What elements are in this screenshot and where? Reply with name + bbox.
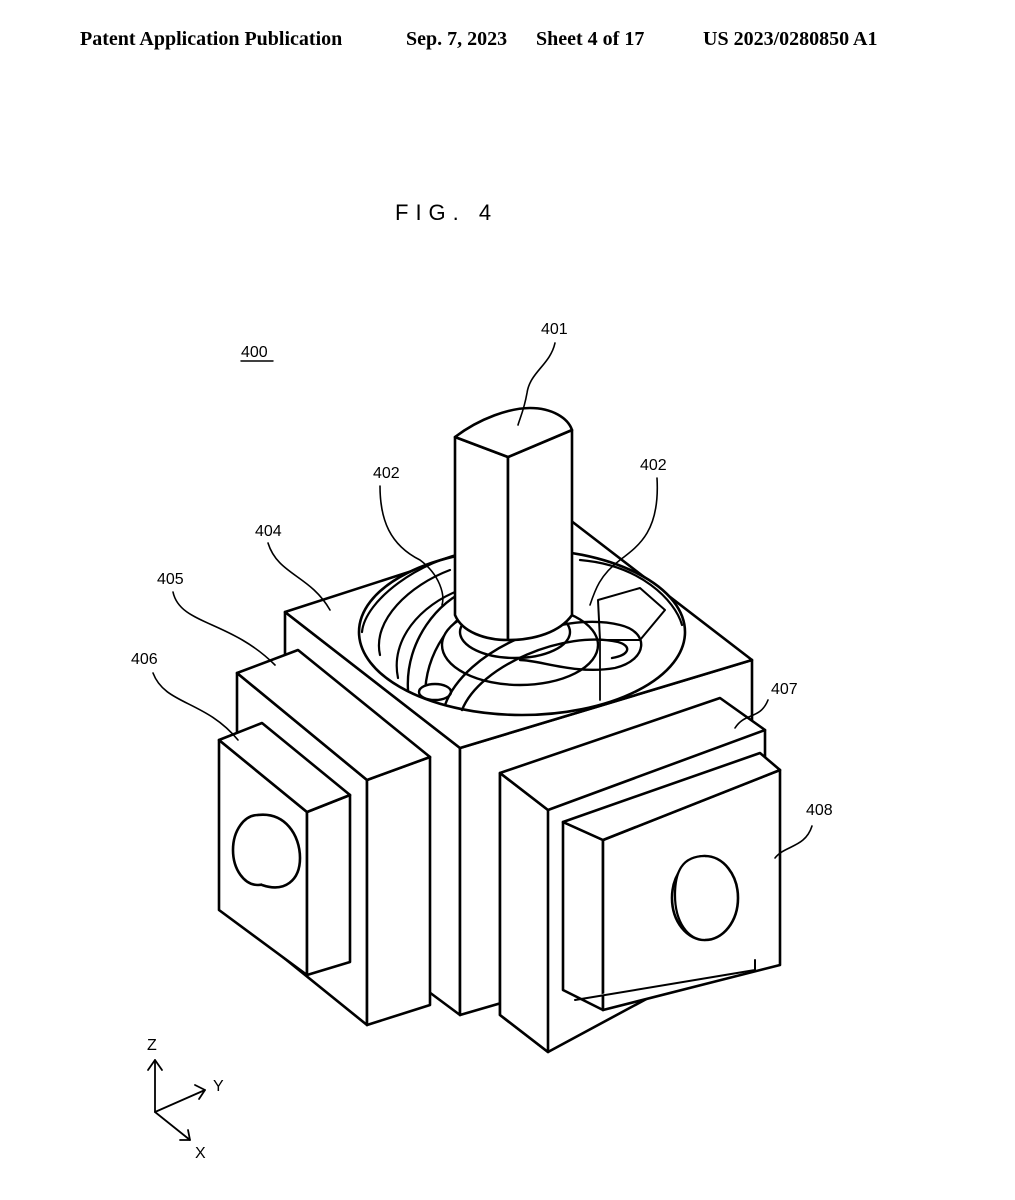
shaft-right-face bbox=[506, 428, 574, 642]
label-406: 406 bbox=[131, 651, 158, 668]
publication-type: Patent Application Publication bbox=[80, 28, 343, 50]
shaft-left-face bbox=[453, 435, 510, 642]
label-404: 404 bbox=[255, 523, 282, 540]
coordinate-axes: Z Y X bbox=[147, 1037, 224, 1162]
block-405-top bbox=[235, 648, 432, 782]
sheet-number: Sheet 4 of 17 bbox=[536, 28, 645, 50]
knob-406-edge bbox=[256, 813, 302, 889]
publication-number: US 2023/0280850 A1 bbox=[703, 28, 878, 50]
shaft-top bbox=[453, 406, 574, 459]
block-406-top bbox=[217, 721, 352, 814]
leader-lines bbox=[152, 342, 813, 859]
block-407-top bbox=[498, 696, 767, 812]
label-400: 400 bbox=[241, 344, 268, 361]
x-axis bbox=[154, 1111, 191, 1141]
block-406-side bbox=[305, 793, 352, 977]
z-axis-label: Z bbox=[147, 1037, 157, 1054]
publication-date: Sep. 7, 2023 bbox=[406, 28, 508, 50]
label-401: 401 bbox=[541, 321, 568, 338]
y-axis bbox=[154, 1089, 206, 1113]
label-405: 405 bbox=[157, 571, 184, 588]
shaft-401 bbox=[453, 406, 574, 642]
label-402-right: 402 bbox=[640, 457, 667, 474]
opening-inner-wall bbox=[360, 550, 472, 634]
label-402-left: 402 bbox=[373, 465, 400, 482]
label-408: 408 bbox=[806, 802, 833, 819]
y-axis-label: Y bbox=[213, 1078, 224, 1095]
reference-labels: 400 401 402 402 404 405 406 407 408 bbox=[131, 321, 833, 819]
figure-title: FIG. 4 bbox=[395, 200, 499, 225]
block-408 bbox=[561, 751, 782, 1012]
label-407: 407 bbox=[771, 681, 798, 698]
x-axis-label: X bbox=[195, 1145, 206, 1162]
block-408-top bbox=[561, 751, 782, 842]
block-407-side bbox=[498, 771, 550, 1054]
page-header: Patent Application Publication Sep. 7, 2… bbox=[0, 28, 1015, 58]
block-405-side bbox=[365, 755, 432, 1027]
block-406 bbox=[217, 721, 352, 977]
block-408-side bbox=[561, 820, 605, 1012]
